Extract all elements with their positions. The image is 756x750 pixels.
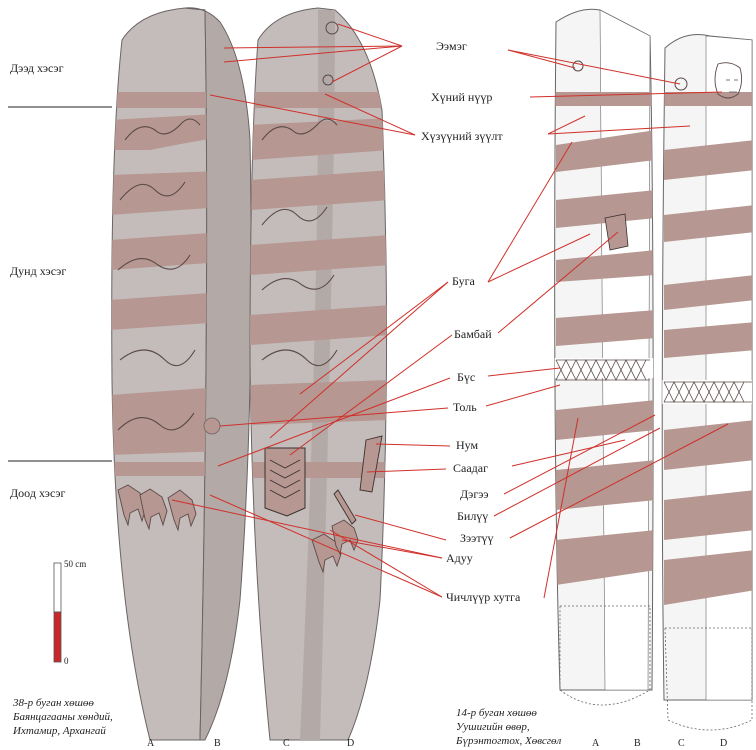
- face-label-left-a: A: [147, 738, 155, 749]
- label-shield: Бамбай: [454, 327, 492, 341]
- label-axe: Чичлүүр хутга: [446, 590, 521, 604]
- label-whetstone: Билүү: [457, 509, 488, 523]
- label-dagger: Зээтүү: [460, 531, 494, 545]
- right-caption-line-1: 14-р буган хөшөө: [456, 707, 537, 719]
- right-caption-line-3: Бүрэнтогтох, Хөвсгөл: [455, 735, 562, 747]
- face-label-left-c: C: [283, 738, 290, 749]
- section-middle-label: Дунд хэсэг: [10, 264, 66, 278]
- scale-top-label: 50 cm: [64, 559, 86, 569]
- scale-bottom-label: 0: [64, 656, 69, 666]
- label-horse: Адуу: [446, 551, 473, 565]
- label-eemeg: Ээмэг: [436, 39, 467, 53]
- face-label-right-d: D: [720, 738, 727, 749]
- left-caption-line-2: Баянцагааны хөндий,: [12, 711, 113, 723]
- face-label-left-b: B: [214, 738, 221, 749]
- face-label-right-a: A: [592, 738, 600, 749]
- stone-14-faces-cd: [660, 35, 756, 731]
- label-necklace: Хүзүүний зүүлт: [421, 129, 503, 143]
- label-face: Хүний нүүр: [431, 90, 492, 104]
- face-label-right-c: C: [678, 738, 685, 749]
- stone-38-faces-ab: [100, 8, 260, 740]
- label-belt: Бүс: [457, 370, 475, 384]
- label-quiver: Саадаг: [453, 461, 488, 475]
- face-label-right-b: B: [634, 738, 641, 749]
- section-upper-label: Дээд хэсэг: [10, 61, 64, 75]
- section-lower-label: Доод хэсэг: [10, 486, 66, 500]
- stone-14-faces-ab: [552, 9, 656, 705]
- label-pattern: Дэгээ: [460, 487, 489, 501]
- face-label-left-d: D: [347, 738, 354, 749]
- stone-38-faces-cd: [240, 8, 400, 740]
- label-mirror: Толь: [453, 400, 477, 414]
- label-deer: Буга: [452, 274, 476, 288]
- scale-bar: 50 cm 0: [54, 559, 86, 666]
- label-bow: Нум: [456, 438, 479, 452]
- right-caption-line-2: Уушигийн өвөр,: [456, 721, 530, 733]
- left-caption-line-3: Ихтамир, Архангай: [12, 725, 106, 737]
- left-caption-line-1: 38-р буган хөшөө: [12, 697, 94, 709]
